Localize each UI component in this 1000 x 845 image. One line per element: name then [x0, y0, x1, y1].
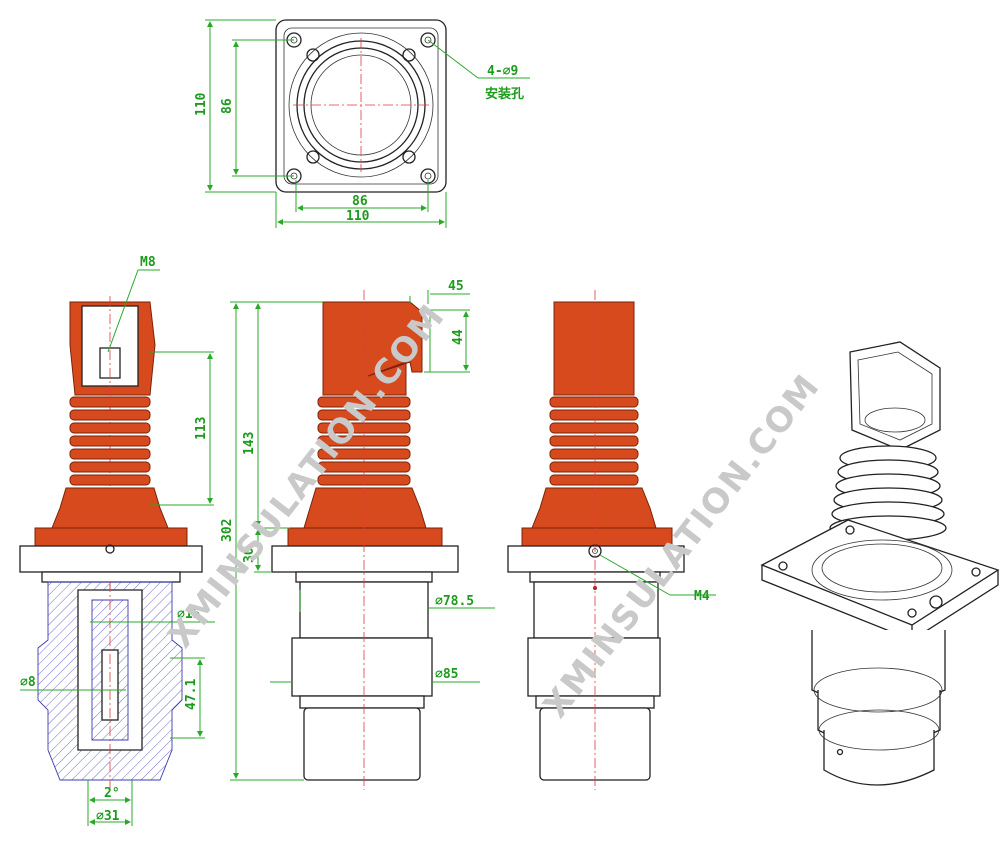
dim-dia-78-5: ⌀78.5 [435, 594, 474, 609]
insulator-ribs-left [69, 396, 151, 486]
mount-holes [286, 32, 436, 184]
dim-110-horizontal: 110 [346, 209, 370, 224]
dim-47-1: 47.1 [184, 679, 199, 710]
dim-30: 30 [242, 547, 257, 563]
dim-dia-31: ⌀31 [96, 809, 120, 824]
dim-angle-2: 2° [104, 786, 120, 801]
hole-spec-label: 4-⌀9 [487, 64, 518, 79]
isometric-view [760, 341, 1000, 786]
dim-143: 143 [242, 432, 257, 455]
dim-dia-85: ⌀85 [435, 667, 458, 682]
dim-dia-8: ⌀8 [20, 675, 36, 690]
section-thread-m8: M8 [140, 255, 156, 270]
dim-44: 44 [451, 329, 466, 345]
dim-45: 45 [448, 279, 464, 294]
side-view: 45 44 143 30 302 ⌀78.5 ⌀85 [220, 279, 495, 790]
top-view: 86 110 110 86 4-⌀9 安装孔 [194, 19, 530, 228]
thread-m4-label: M4 [694, 589, 710, 604]
dim-302: 302 [220, 519, 235, 542]
dim-113: 113 [194, 417, 209, 440]
front-view: M4 [507, 290, 716, 790]
dim-86-horizontal: 86 [352, 194, 368, 209]
section-view: M8 113 ⌀15 ⌀8 47.1 2° ⌀31 [19, 255, 215, 826]
dim-110-vertical: 110 [194, 92, 209, 116]
dim-86-vertical: 86 [220, 98, 235, 114]
insulator-ribs-right [549, 396, 639, 486]
isometric-bellows [829, 445, 947, 541]
dim-dia-15: ⌀15 [177, 607, 200, 622]
hole-note-label: 安装孔 [485, 86, 524, 102]
